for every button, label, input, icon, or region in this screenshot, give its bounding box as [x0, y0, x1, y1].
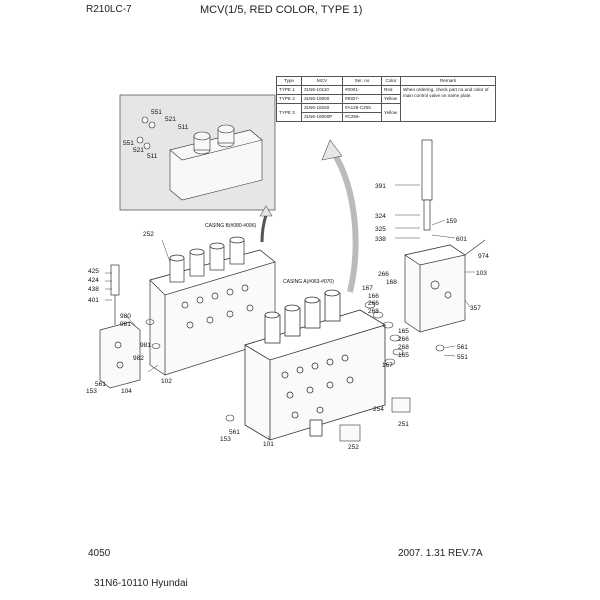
callout-357: 357	[470, 305, 481, 312]
leader-lines	[105, 184, 475, 441]
callout-251: 251	[398, 421, 409, 428]
end-block-103	[404, 139, 486, 333]
table-row: TYPE 3 31N6-18150 #A128-C255 Yellow	[276, 103, 496, 122]
callout-165: 165	[398, 352, 409, 359]
callout-101: 101	[263, 441, 274, 448]
callout-252: 252	[348, 444, 359, 451]
callout-601: 601	[456, 236, 467, 243]
callout-982: 982	[133, 355, 144, 362]
callout-561: 561	[95, 381, 106, 388]
callout-325: 325	[375, 226, 386, 233]
callout-252: 252	[143, 231, 154, 238]
callout-167: 167	[362, 285, 373, 292]
callout-551: 551	[457, 354, 468, 361]
cell-remark: When ordering, check part no and color o…	[400, 85, 496, 122]
callout-324: 324	[375, 213, 386, 220]
callout-974: 974	[478, 253, 489, 260]
detail-inset	[119, 94, 276, 211]
callout-561: 561	[229, 429, 240, 436]
callout-980: 980	[120, 313, 131, 320]
callout-labels: 551 521 511 551 521 511 252 CASING B(#08…	[86, 109, 489, 451]
callout-166: 166	[368, 293, 379, 300]
callout-266: 266	[378, 271, 389, 278]
model-label: R210LC-7	[86, 4, 132, 15]
callout-254: 254	[373, 406, 384, 413]
callout-424: 424	[88, 277, 99, 284]
callout-981: 981	[140, 342, 151, 349]
callout-153: 153	[220, 436, 231, 443]
part-name: 31N6-10110 Hyundai	[94, 578, 188, 589]
callout-338: 338	[375, 236, 386, 243]
callout-103: 103	[476, 270, 487, 277]
arrow-to-inset	[259, 139, 359, 293]
callout-268: 268	[368, 308, 379, 315]
callout-159: 159	[446, 218, 457, 225]
callout-561: 561	[457, 344, 468, 351]
callout-167: 167	[382, 362, 393, 369]
callout-266: 266	[368, 300, 379, 307]
callout-551: 551	[151, 109, 162, 116]
callout-551: 551	[123, 140, 134, 147]
callout-104: 104	[121, 388, 132, 395]
valve-parts-bottom	[339, 397, 411, 442]
revision-date: 2007. 1.31 REV.7A	[398, 548, 483, 559]
casing-b	[149, 236, 276, 376]
callout-153: 153	[86, 388, 97, 395]
callout-266: 266	[398, 336, 409, 343]
end-cap-104	[99, 264, 141, 389]
cell-color: Yellow	[381, 103, 401, 122]
callout-168: 168	[386, 279, 397, 286]
callout-438: 438	[88, 286, 99, 293]
callout-268: 268	[398, 344, 409, 351]
callout-165: 165	[398, 328, 409, 335]
page-title: MCV(1/5, RED COLOR, TYPE 1)	[200, 4, 363, 16]
callout-391: 391	[375, 183, 386, 190]
callout-521: 521	[133, 147, 144, 154]
callout-511: 511	[147, 153, 158, 160]
callout-102: 102	[161, 378, 172, 385]
callout-521: 521	[165, 116, 176, 123]
callout-981: 981	[120, 321, 131, 328]
callout-401: 401	[88, 297, 99, 304]
casing-b-label: CASING B(#080-#096)	[205, 223, 256, 229]
casing-a-label: CASING A(#063-#070)	[283, 279, 334, 285]
callout-511: 511	[178, 124, 189, 131]
spec-table: Type MCV Ser. no Color Remark TYPE 1 31N…	[276, 76, 496, 122]
casing-a	[244, 289, 386, 441]
callout-425: 425	[88, 268, 99, 275]
table-row: 31N6-18000P #C256-	[277, 112, 496, 122]
page-number: 4050	[88, 548, 111, 559]
cell-serial: #C256-	[342, 112, 382, 122]
table-row: TYPE 1 31N6-10110 #0001- Red When orderi…	[276, 85, 496, 122]
